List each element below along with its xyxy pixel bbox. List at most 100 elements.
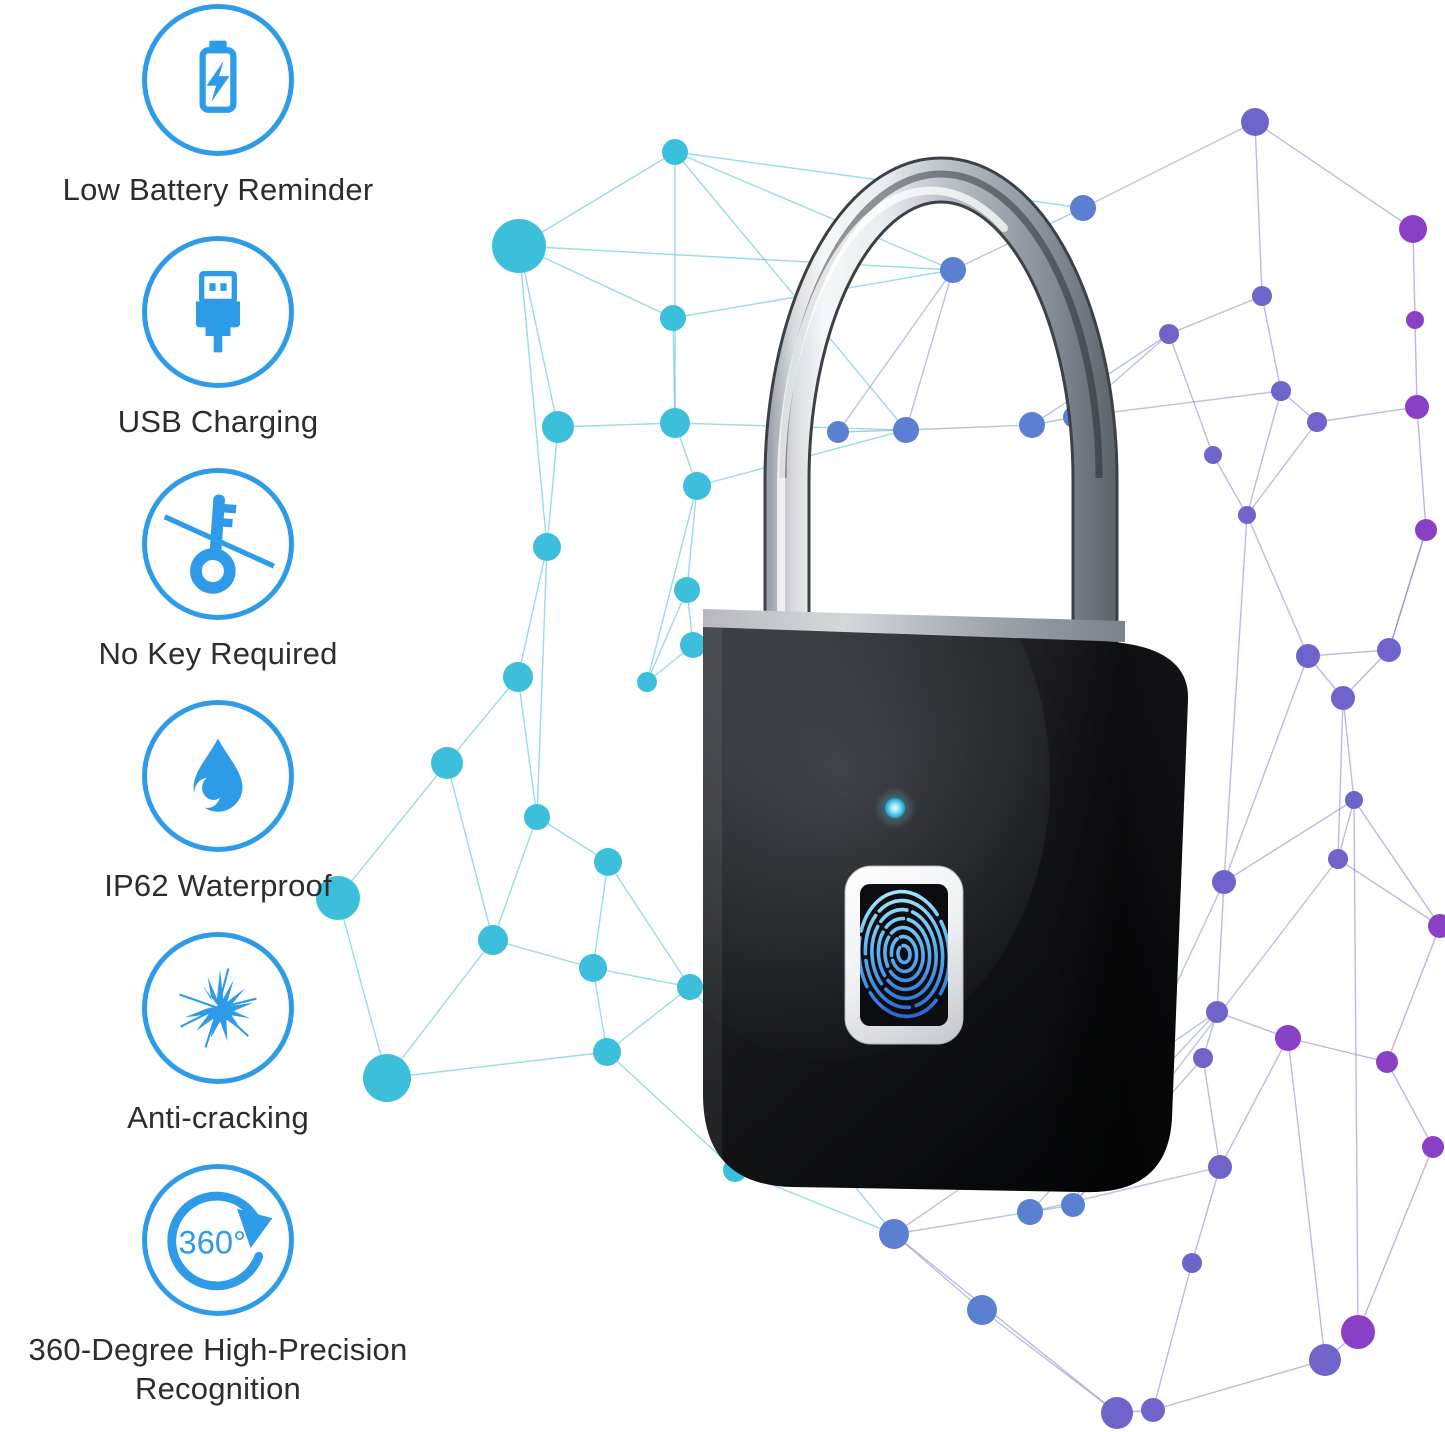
network-edge <box>1337 697 1344 860</box>
network-edge <box>1388 529 1427 651</box>
network-edge <box>1254 121 1263 297</box>
network-edge <box>592 967 691 988</box>
battery-charging-icon <box>199 40 237 113</box>
network-edge <box>1316 406 1418 423</box>
water-drop-icon <box>193 738 243 812</box>
network-edge <box>674 151 954 271</box>
network-edge <box>1386 1061 1434 1148</box>
network-edge <box>1342 697 1355 801</box>
network-node <box>1275 1025 1301 1051</box>
network-node <box>1415 519 1437 541</box>
network-node <box>1309 1344 1341 1376</box>
network-node <box>1141 1398 1165 1422</box>
network-node <box>1376 1051 1398 1073</box>
network-edge <box>518 245 954 271</box>
anti-cracking-icon <box>179 968 257 1048</box>
network-edge <box>893 1233 1118 1414</box>
feature-icon-ring <box>142 468 294 620</box>
network-edge <box>1416 406 1427 531</box>
network-edge <box>893 1211 1031 1235</box>
network-edge <box>1357 1146 1434 1333</box>
feature-label: IP62 Waterproof <box>104 868 332 903</box>
network-edge <box>337 897 388 1079</box>
feature-battery-charging: Low Battery Reminder <box>0 4 436 236</box>
network-node <box>533 533 561 561</box>
network-node <box>1212 870 1236 894</box>
network-edge <box>518 245 548 548</box>
network-edge <box>1223 514 1248 883</box>
network-node <box>1345 791 1363 809</box>
feature-label: Anti-cracking <box>127 1100 309 1135</box>
network-node <box>1428 914 1445 938</box>
network-node <box>579 954 607 982</box>
usb-plug-icon <box>195 270 241 353</box>
network-node <box>1208 1155 1232 1179</box>
network-node <box>316 876 360 920</box>
network-node <box>1159 324 1179 344</box>
network-edge <box>905 424 1033 431</box>
network-edge <box>386 1051 608 1079</box>
network-edge <box>546 426 559 548</box>
network-edge <box>446 676 519 764</box>
network-node <box>503 662 533 692</box>
network-edge <box>905 269 954 431</box>
feature-icon-ring: 360° <box>142 1164 294 1316</box>
network-edge <box>1386 925 1441 1063</box>
network-edge <box>517 546 548 678</box>
network-edge <box>1246 421 1318 516</box>
network-node <box>680 632 706 658</box>
network-edge <box>1223 655 1309 883</box>
network-edge <box>1219 1037 1289 1168</box>
network-edge <box>592 967 608 1053</box>
network-edge <box>492 939 594 969</box>
network-edge <box>1191 1166 1221 1264</box>
network-edge <box>1223 799 1355 883</box>
network-edge <box>674 151 907 431</box>
network-edge <box>607 861 691 988</box>
rotate-360-icon: 360° <box>167 1191 273 1291</box>
network-edge <box>646 589 688 683</box>
feature-icon-ring <box>142 700 294 852</box>
no-key-icon <box>163 494 275 594</box>
network-edge <box>386 939 494 1079</box>
network-edge <box>592 861 609 969</box>
network-edge <box>517 676 538 818</box>
network-edge <box>1412 228 1416 321</box>
feature-no-key: No Key Required <box>0 468 436 700</box>
network-node <box>1328 849 1348 869</box>
network-node <box>1193 1048 1213 1068</box>
network-edge <box>492 816 538 941</box>
network-node <box>1331 686 1355 710</box>
network-node <box>1241 108 1269 136</box>
network-node <box>662 139 688 165</box>
network-edge <box>646 485 698 683</box>
network-node <box>594 848 622 876</box>
network-node <box>431 747 463 779</box>
network-edge <box>518 245 559 428</box>
network-edge <box>1216 881 1225 1013</box>
network-node <box>1017 1199 1043 1225</box>
network-edge <box>518 151 676 247</box>
network-edge <box>446 762 494 941</box>
network-edge <box>557 422 676 428</box>
network-edge <box>686 485 698 591</box>
network-edge <box>1353 799 1359 1333</box>
network-node <box>1399 215 1427 243</box>
network-edge <box>1202 1057 1221 1168</box>
network-edge <box>1254 121 1414 230</box>
network-node <box>1341 1315 1375 1349</box>
network-node <box>683 472 711 500</box>
network-node <box>660 305 686 331</box>
network-node <box>827 421 849 443</box>
network-node <box>677 974 703 1000</box>
network-node <box>1061 1193 1085 1217</box>
feature-usb-plug: USB Charging <box>0 236 436 468</box>
network-node <box>1206 1001 1228 1023</box>
network-node <box>478 925 508 955</box>
network-edge <box>1287 1037 1326 1361</box>
feature-label: 360-Degree High-Precision Recognition <box>28 1332 408 1407</box>
network-node <box>1019 412 1045 438</box>
fingerprint-sensor <box>844 865 964 1045</box>
network-edge <box>1152 1262 1193 1411</box>
